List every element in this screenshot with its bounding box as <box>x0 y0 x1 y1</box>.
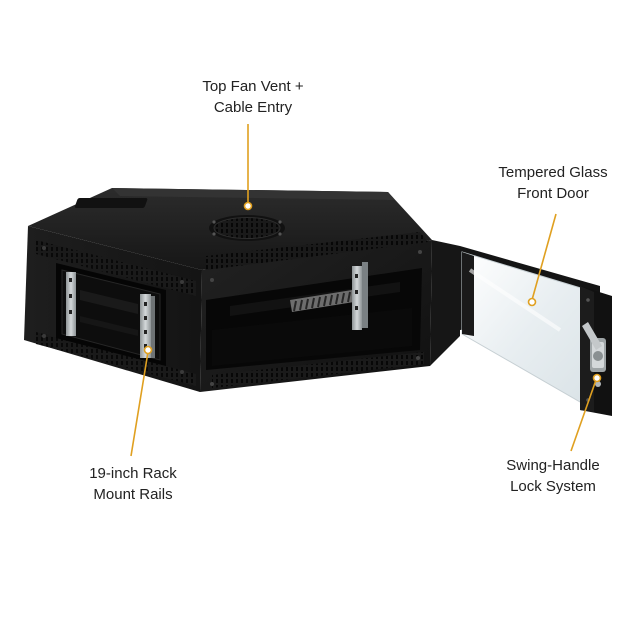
callout-rack-mount-rails-line1: 19-inch Rack <box>89 465 177 482</box>
leader-glass-door <box>531 213 557 301</box>
callout-rack-mount-rails: 19-inch Rack Mount Rails <box>58 463 208 505</box>
callout-top-fan-vent: Top Fan Vent + Cable Entry <box>168 76 338 118</box>
callout-tempered-glass-door: Tempered Glass Front Door <box>478 162 628 204</box>
rack-mount-rails-right <box>352 262 368 330</box>
callout-tempered-glass-door-line1: Tempered Glass <box>498 164 608 181</box>
swing-handle-lock <box>582 322 606 387</box>
leader-dot-top-vent <box>243 201 253 211</box>
callout-top-fan-vent-line2: Cable Entry <box>213 99 293 116</box>
leader-dot-rack-rails <box>143 345 153 355</box>
callout-swing-handle-lock-line1: Swing-Handle <box>506 457 600 474</box>
top-fan-vent <box>209 215 285 241</box>
leader-dot-lock <box>592 373 602 383</box>
callout-leader-lines <box>130 124 602 457</box>
side-window-opening <box>56 263 166 366</box>
callout-swing-handle-lock-line2: Lock System <box>510 478 596 495</box>
callout-tempered-glass-door-line2: Front Door <box>517 185 589 202</box>
tempered-glass-door <box>430 240 612 416</box>
leader-dot-glass-door <box>527 297 537 307</box>
leader-rack-rails <box>130 351 149 457</box>
callout-swing-handle-lock: Swing-Handle Lock System <box>478 455 628 497</box>
callout-rack-mount-rails-line2: Mount Rails <box>93 486 173 503</box>
rack-mount-rails-left <box>66 272 155 358</box>
callout-top-fan-vent-line1: Top Fan Vent + <box>202 78 304 95</box>
leader-lock <box>570 379 597 452</box>
